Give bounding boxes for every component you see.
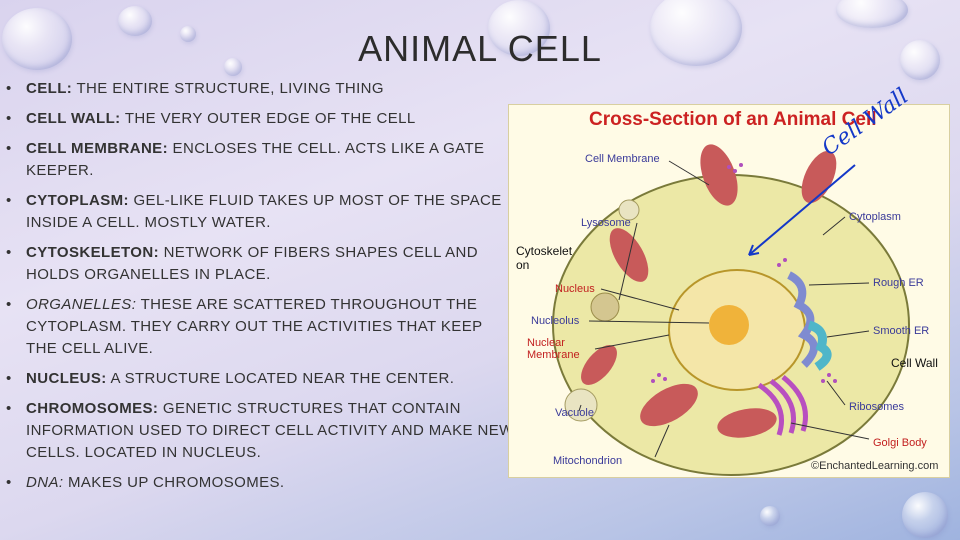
water-droplet	[180, 26, 196, 42]
label-lysosome: Lysosome	[581, 217, 631, 229]
cytoskeleton-callout: Cytoskelet on	[516, 244, 573, 272]
bullet-cytoskeleton: CYTOSKELETON: NETWORK OF FIBERS SHAPES C…	[4, 242, 514, 286]
label-cell-membrane: Cell Membrane	[585, 153, 660, 165]
lysosome-shape	[590, 292, 620, 322]
label-leader-lines	[578, 160, 870, 458]
diagram-title: Cross-Section of an Animal Cell	[589, 109, 877, 130]
term: CYTOSKELETON:	[26, 244, 159, 261]
mitochondrion-shape	[640, 383, 698, 427]
definition: MAKES UP CHROMOSOMES.	[63, 474, 285, 491]
animal-cell-diagram: Cross-Section of an Animal Cell Cell Mem…	[508, 104, 950, 478]
definition: A STRUCTURE LOCATED NEAR THE CENTER.	[106, 370, 455, 387]
mitochondrion-shape	[581, 345, 617, 385]
bullet-cell-wall: CELL WALL: THE VERY OUTER EDGE OF THE CE…	[4, 108, 514, 130]
bullet-nucleus: NUCLEUS: A STRUCTURE LOCATED NEAR THE CE…	[4, 368, 514, 390]
term: ORGANELLES:	[26, 296, 137, 313]
term: CHROMOSOMES:	[26, 400, 159, 417]
ribosome-dots	[651, 163, 837, 383]
label-golgi-body: Golgi Body	[873, 437, 927, 449]
mitochondrion-shape	[609, 228, 649, 282]
definition-list: CELL: THE ENTIRE STRUCTURE, LIVING THING…	[4, 78, 514, 502]
cell-wall-callout: Cell Wall	[891, 356, 938, 370]
label-nucleus: Nucleus	[555, 283, 595, 295]
water-droplet	[2, 8, 72, 70]
label-nucleolus: Nucleolus	[531, 315, 580, 327]
label-nuclear-membrane: Nuclear Membrane	[527, 337, 580, 361]
mitochondrion-shape	[717, 408, 777, 438]
nucleolus-shape	[709, 305, 749, 345]
definition: THE VERY OUTER EDGE OF THE CELL	[120, 110, 416, 127]
bullet-dna: DNA: MAKES UP CHROMOSOMES.	[4, 472, 514, 494]
bullet-chromosomes: CHROMOSOMES: GENETIC STRUCTURES THAT CON…	[4, 398, 514, 464]
mitochondrion-shape	[700, 144, 738, 206]
water-droplet	[650, 0, 742, 66]
label-vacuole: Vacuole	[555, 407, 594, 419]
water-droplet	[900, 40, 940, 80]
term: CELL:	[26, 80, 73, 97]
slide-title: ANIMAL CELL	[358, 28, 602, 69]
bullet-organelles: ORGANELLES: THESE ARE SCATTERED THROUGHO…	[4, 294, 514, 360]
handwritten-arrow	[748, 164, 856, 256]
water-droplet	[488, 0, 550, 56]
term: CELL MEMBRANE:	[26, 140, 168, 157]
rough-er-shape	[787, 271, 818, 368]
water-droplet	[224, 58, 242, 76]
term: CELL WALL:	[26, 110, 121, 127]
bullet-cell: CELL: THE ENTIRE STRUCTURE, LIVING THING	[4, 78, 514, 100]
term: DNA:	[26, 474, 64, 491]
definition: NETWORK OF FIBERS SHAPES CELL AND HOLDS …	[26, 244, 478, 283]
term: NUCLEUS:	[26, 370, 107, 387]
water-droplet	[760, 506, 780, 526]
definition: THESE ARE SCATTERED THROUGHOUT THE CYTOP…	[26, 296, 483, 357]
water-droplet	[118, 6, 152, 36]
term: CYTOPLASM:	[26, 192, 129, 209]
bullet-cytoplasm: CYTOPLASM: GEL-LIKE FLUID TAKES UP MOST …	[4, 190, 514, 234]
label-smooth-er: Smooth ER	[873, 325, 930, 337]
water-droplet	[836, 0, 908, 28]
label-mitochondrion: Mitochondrion	[553, 455, 623, 467]
definition: GENETIC STRUCTURES THAT CONTAIN INFORMAT…	[26, 400, 514, 461]
mitochondrion-shape	[801, 150, 837, 204]
definition: GEL-LIKE FLUID TAKES UP MOST OF THE SPAC…	[26, 192, 502, 231]
water-droplet	[902, 492, 948, 538]
label-rough-er: Rough ER	[873, 277, 924, 289]
image-credit: ©EnchantedLearning.com	[811, 460, 939, 472]
vacuole-shape	[618, 199, 640, 221]
definition: ENCLOSES THE CELL. ACTS LIKE A GATE KEEP…	[26, 140, 485, 179]
label-cytoplasm: Cytoplasm	[849, 211, 901, 223]
cell-illustration	[552, 144, 910, 476]
smooth-er-shape	[807, 320, 832, 371]
label-ribosomes: Ribosomes	[849, 401, 905, 413]
bullet-cell-membrane: CELL MEMBRANE: ENCLOSES THE CELL. ACTS L…	[4, 138, 514, 182]
definition: THE ENTIRE STRUCTURE, LIVING THING	[72, 80, 384, 97]
